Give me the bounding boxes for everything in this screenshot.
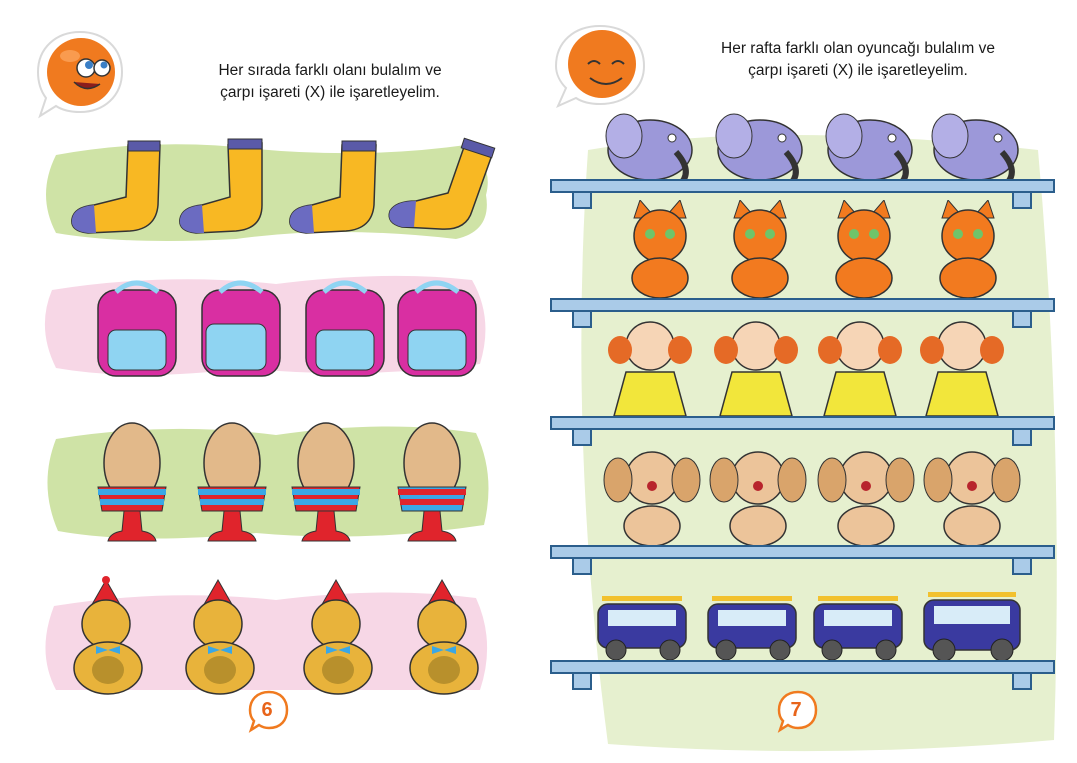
car-toy-item[interactable] [707, 596, 797, 661]
elephant-toy-item[interactable] [931, 113, 1019, 184]
background-blob [581, 135, 1057, 752]
row-teddy-bears [45, 576, 488, 695]
puppy-toy-item[interactable] [603, 451, 701, 546]
elephant-toy-item[interactable] [715, 113, 803, 184]
right-page: Her rafta farklı olan oyuncağı bulalım v… [538, 0, 1077, 763]
shelf-toys-puppies [603, 451, 1021, 546]
sock-item[interactable] [388, 137, 496, 230]
instruction-line-1: Her sırada farklı olanı bulalım ve [218, 62, 442, 79]
elephant-toy-item[interactable] [825, 113, 913, 184]
cat-toy-item[interactable] [939, 200, 997, 299]
shelf-toys-cats [631, 200, 997, 299]
teddy-bear-item[interactable] [409, 578, 479, 695]
page-number-badge: 7 [776, 690, 820, 734]
mascot-orange-ball-icon [36, 30, 124, 119]
row-eggs [47, 422, 489, 542]
row-backpacks [44, 275, 486, 377]
shelf-toys-dolls [608, 321, 1004, 416]
page-number-badge: 6 [247, 690, 291, 734]
backpack-item[interactable] [97, 280, 177, 377]
doll-toy-item[interactable] [920, 321, 1004, 416]
backpack-item[interactable] [397, 280, 477, 377]
teddy-bear-item[interactable] [303, 578, 373, 695]
instruction-text: Her rafta farklı olan oyuncağı bulalım v… [668, 38, 1048, 82]
doll-toy-item[interactable] [714, 321, 798, 416]
egg-cup-item[interactable] [197, 422, 267, 542]
puppy-toy-item[interactable] [923, 451, 1021, 546]
egg-cup-item[interactable] [291, 422, 361, 542]
doll-toy-item[interactable] [818, 321, 902, 416]
shelf-toys-cars [597, 592, 1021, 662]
sock-item[interactable] [289, 140, 377, 234]
speech-bubble-icon [777, 690, 818, 733]
instruction-line-2: çarpı işareti (X) ile işaretleyelim. [220, 84, 440, 101]
instruction-text: Her sırada farklı olanı bulalım ve çarpı… [150, 60, 510, 104]
page-number: 6 [261, 698, 273, 721]
teddy-bear-item[interactable] [73, 576, 143, 695]
puppy-toy-item[interactable] [709, 451, 807, 546]
egg-cup-item[interactable] [97, 422, 167, 542]
backpack-item[interactable] [305, 280, 385, 377]
instruction-line-1: Her rafta farklı olan oyuncağı bulalım v… [721, 40, 995, 57]
speech-bubble-icon [248, 690, 289, 733]
puppy-toy-item[interactable] [817, 451, 915, 546]
row-socks [46, 137, 496, 241]
car-toy-item[interactable] [813, 596, 903, 661]
car-toy-item[interactable] [597, 596, 687, 661]
left-page: Her sırada farklı olanı bulalım ve çarpı… [0, 0, 538, 763]
sock-item[interactable] [179, 138, 263, 234]
mascot-orange-ball-icon [554, 24, 646, 108]
elephant-toy-item[interactable] [605, 113, 693, 184]
sock-item[interactable] [71, 140, 161, 234]
cat-toy-item[interactable] [835, 200, 893, 299]
instruction-line-2: çarpı işareti (X) ile işaretleyelim. [748, 62, 968, 79]
egg-cup-item[interactable] [397, 422, 467, 542]
cat-toy-item[interactable] [731, 200, 789, 299]
page-number: 7 [790, 698, 802, 721]
cat-toy-item[interactable] [631, 200, 689, 299]
shelf-toys-elephants [605, 113, 1019, 184]
doll-toy-item[interactable] [608, 321, 692, 416]
teddy-bear-item[interactable] [185, 578, 255, 695]
backpack-item[interactable] [201, 280, 281, 377]
car-toy-item[interactable] [923, 592, 1021, 662]
